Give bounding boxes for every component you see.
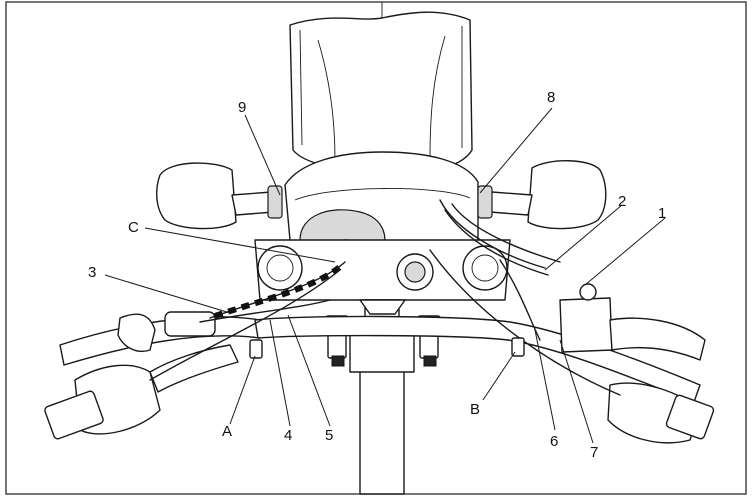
upper-triple-clamp [254, 239, 511, 329]
callout-9: 9 [238, 99, 246, 116]
callout-4: 4 [284, 427, 292, 444]
callout-1: 1 [658, 205, 666, 222]
callout-B: B [470, 401, 480, 418]
leader-lines [104, 107, 666, 444]
callout-7: 7 [590, 444, 598, 461]
callout-3: 3 [88, 264, 96, 281]
right-switch-assembly [559, 283, 715, 444]
callout-2: 2 [618, 193, 626, 210]
callout-5: 5 [325, 427, 333, 444]
callout-C: C [128, 219, 139, 236]
callout-labels: 1 2 3 4 5 6 7 8 9 A B C [88, 89, 666, 461]
windshield [289, 11, 473, 174]
callout-A: A [222, 423, 232, 440]
clamp-a [249, 339, 263, 359]
callout-6: 6 [550, 433, 558, 450]
right-mirror [477, 160, 607, 230]
left-switch-assembly [44, 311, 239, 440]
clamp-b [511, 337, 525, 357]
left-mirror [156, 162, 283, 230]
callout-8: 8 [547, 89, 555, 106]
